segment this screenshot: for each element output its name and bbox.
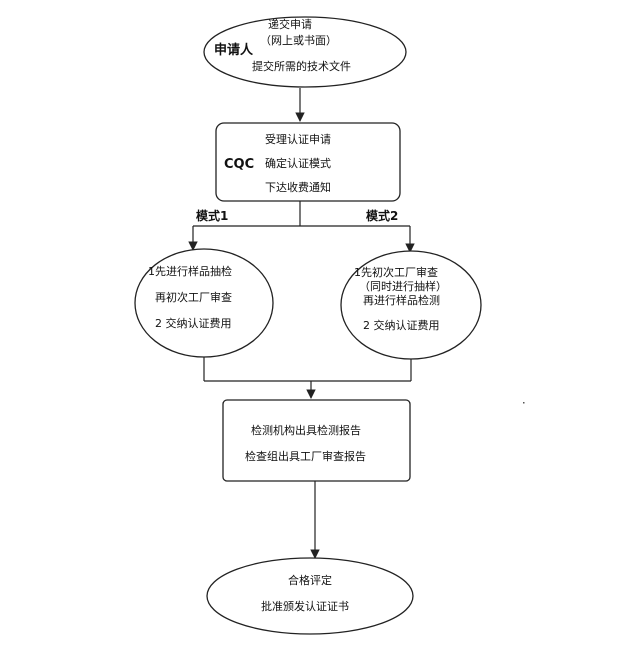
- final-line1: 合格评定: [288, 573, 332, 587]
- mode1-line1: 1先进行样品抽检: [148, 264, 232, 278]
- reports-line1: 检测机构出具检测报告: [251, 423, 361, 437]
- mode2-line2: （同时进行抽样）: [359, 279, 447, 293]
- mode1-line3: 2 交纳认证费用: [155, 316, 232, 330]
- applicant-label: 申请人: [214, 42, 254, 58]
- applicant-node: [203, 16, 407, 88]
- cqc-node: [215, 122, 401, 202]
- cqc-label: CQC: [224, 157, 254, 172]
- mode1-line2: 再初次工厂审查: [155, 290, 232, 304]
- mode2-line1: 1先初次工厂审查: [354, 265, 438, 279]
- reports-node: [222, 399, 411, 482]
- applicant-line3: 提交所需的技术文件: [252, 59, 351, 73]
- mode2-label: 模式2: [366, 208, 398, 223]
- applicant-line2: （网上或书面）: [260, 34, 337, 47]
- mode2-line4: 2 交纳认证费用: [363, 318, 440, 332]
- final-node: [206, 557, 414, 635]
- reports-line2: 检查组出具工厂审查报告: [245, 449, 366, 463]
- cqc-line3: 下达收费通知: [265, 180, 331, 194]
- mode1-label: 模式1: [196, 208, 228, 223]
- mode2-line3: 再进行样品检测: [363, 293, 440, 307]
- cqc-line2: 确定认证模式: [265, 156, 331, 170]
- final-line2: 批准颁发认证证书: [261, 599, 349, 613]
- cqc-line1: 受理认证申请: [265, 133, 331, 146]
- applicant-line1: 递交申请: [268, 17, 312, 31]
- stray-dot: [523, 402, 525, 404]
